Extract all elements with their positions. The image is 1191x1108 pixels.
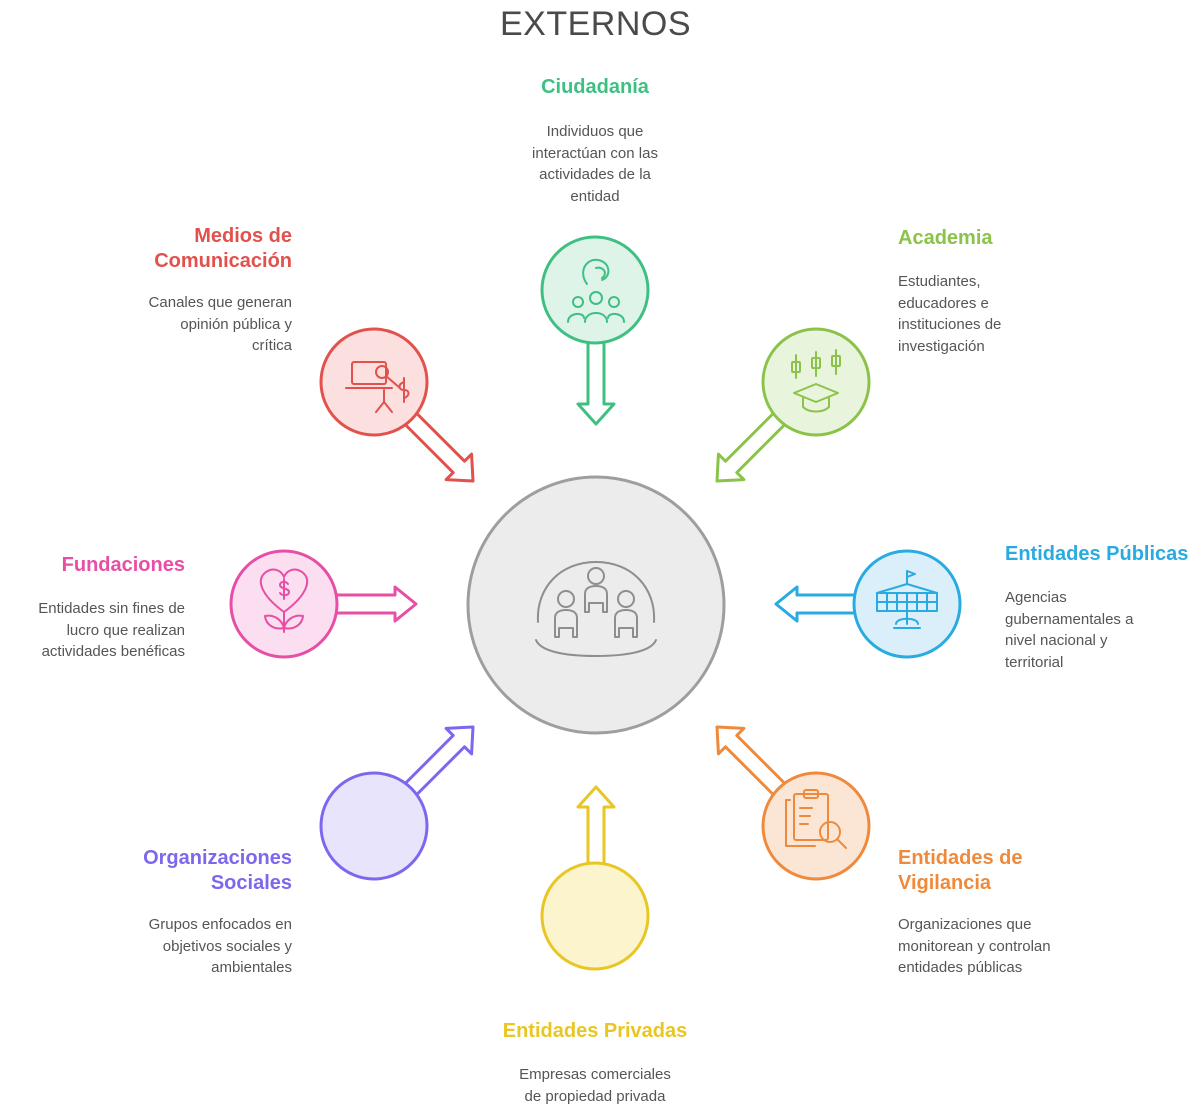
node-ciudadania <box>540 235 650 426</box>
privadas-title: Entidades Privadas <box>502 1020 688 1042</box>
government-building-icon <box>876 570 938 629</box>
publicas-desc: Agencias gubernamentales a nivel naciona… <box>1005 589 1134 671</box>
arrow-publicas <box>774 585 862 623</box>
node-privadas <box>540 785 650 971</box>
node-sociales <box>319 725 475 881</box>
people-icon <box>567 258 625 323</box>
vigilancia-desc: Organizaciones que monitorean y controla… <box>898 916 1051 976</box>
medios-title: Medios de Comunicación <box>154 225 292 272</box>
academia-desc: Estudiantes, educadores e instituciones … <box>898 273 1002 355</box>
medios-desc: Canales que generan opinión pública y cr… <box>148 294 292 354</box>
sociales-desc: Grupos enfocados en objetivos sociales y… <box>148 916 292 976</box>
sociales-title: Organizaciones Sociales <box>143 847 292 894</box>
privadas-desc: Empresas comerciales de propiedad privad… <box>519 1066 671 1105</box>
node-publicas <box>774 549 962 659</box>
publicas-title: Entidades Públicas <box>1005 543 1189 565</box>
fundaciones-desc: Entidades sin fines de lucro que realiza… <box>38 600 185 660</box>
node-vigilancia <box>715 725 871 881</box>
graduation-cap-icon <box>791 349 841 413</box>
node-fundaciones <box>229 549 418 659</box>
heart-donation-icon <box>260 568 308 633</box>
fundaciones-title: Fundaciones <box>61 554 185 576</box>
arrow-privadas <box>576 785 616 872</box>
group-people-icon <box>535 561 657 657</box>
ciudadania-desc: Individuos que interactúan con las activ… <box>532 123 658 205</box>
center-hub <box>466 475 726 735</box>
node-academia <box>715 327 871 483</box>
vigilancia-title: Entidades de Vigilancia <box>898 847 1023 894</box>
arrow-fundaciones <box>328 585 418 623</box>
diagram-title: EXTERNOS <box>499 5 692 43</box>
node-medios <box>319 327 475 483</box>
document-search-icon <box>785 789 847 849</box>
ciudadania-title: Ciudadanía <box>541 76 649 98</box>
media-laptop-icon <box>345 361 410 413</box>
academia-title: Academia <box>898 227 993 249</box>
arrow-ciudadania <box>576 338 616 426</box>
